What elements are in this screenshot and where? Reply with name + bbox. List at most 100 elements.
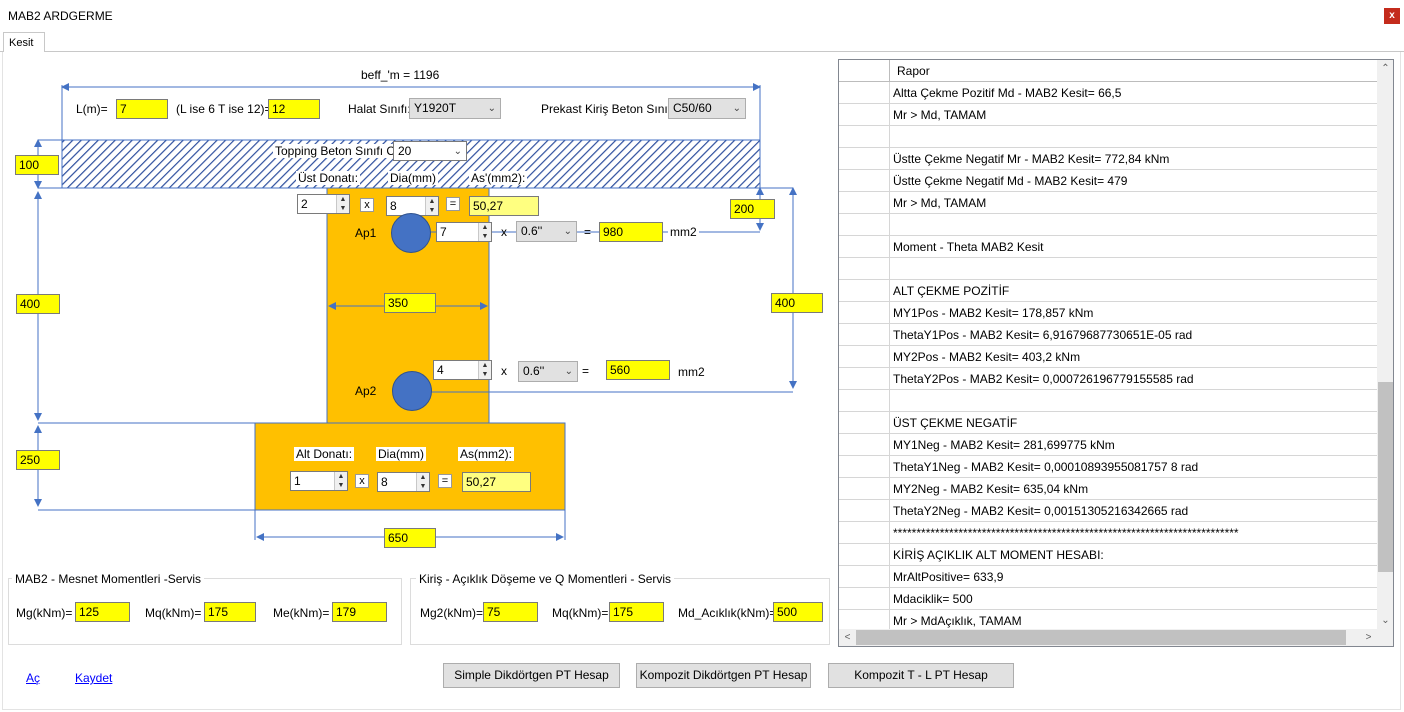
row-header[interactable] — [839, 500, 890, 521]
prekast-select[interactable]: C50/60⌄ — [668, 98, 746, 119]
mesnet-mg-input[interactable]: 125 — [75, 602, 130, 622]
scroll-down-icon[interactable]: ⌄ — [1381, 615, 1390, 626]
table-row[interactable]: Altta Çekme Pozitif Md - MAB2 Kesit= 66,… — [839, 82, 1377, 104]
kaydet-link[interactable]: Kaydet — [75, 671, 113, 685]
ap2-size-select[interactable]: 0.6''⌄ — [518, 361, 578, 382]
table-row[interactable]: Üstte Çekme Negatif Md - MAB2 Kesit= 479 — [839, 170, 1377, 192]
table-row[interactable] — [839, 258, 1377, 280]
report-grid[interactable]: Rapor Altta Çekme Pozitif Md - MAB2 Kesi… — [838, 59, 1394, 647]
table-row[interactable]: MY1Neg - MAB2 Kesit= 281,699775 kNm — [839, 434, 1377, 456]
row-header[interactable] — [839, 170, 890, 191]
table-row[interactable]: ThetaY1Pos - MAB2 Kesit= 6,9167968773065… — [839, 324, 1377, 346]
table-row[interactable]: ****************************************… — [839, 522, 1377, 544]
row-header[interactable] — [839, 258, 890, 279]
row-header[interactable] — [839, 280, 890, 301]
aciklik-md-input[interactable]: 500 — [773, 602, 823, 622]
table-row[interactable]: Mr > Md, TAMAM — [839, 104, 1377, 126]
row-header[interactable] — [839, 434, 890, 455]
kompozit-tl-hesap-button[interactable]: Kompozit T - L PT Hesap — [828, 663, 1014, 688]
row-header[interactable] — [839, 522, 890, 543]
row-header[interactable] — [839, 588, 890, 609]
row-header[interactable] — [839, 214, 890, 235]
table-row[interactable]: MrAltPositive= 633,9 — [839, 566, 1377, 588]
L-cond-input[interactable]: 12 — [268, 99, 320, 119]
table-row[interactable]: MY2Pos - MAB2 Kesit= 403,2 kNm — [839, 346, 1377, 368]
table-row[interactable]: MY2Neg - MAB2 Kesit= 635,04 kNm — [839, 478, 1377, 500]
table-row[interactable] — [839, 390, 1377, 412]
vertical-scrollbar[interactable]: ⌃ ⌄ — [1377, 60, 1393, 629]
table-row[interactable] — [839, 126, 1377, 148]
table-row[interactable]: ThetaY2Neg - MAB2 Kesit= 0,0015130521634… — [839, 500, 1377, 522]
row-header[interactable] — [839, 346, 890, 367]
horizontal-scrollbar[interactable]: < > — [839, 629, 1377, 646]
simple-hesap-button[interactable]: Simple Dikdörtgen PT Hesap — [443, 663, 620, 688]
row-header[interactable] — [839, 610, 890, 631]
mesnet-mq-input[interactable]: 175 — [204, 602, 256, 622]
row-header[interactable] — [839, 236, 890, 257]
table-row[interactable]: ALT ÇEKME POZİTİF — [839, 280, 1377, 302]
ust-count-stepper[interactable]: 2▲▼ — [297, 194, 350, 214]
ac-link[interactable]: Aç — [26, 671, 41, 685]
row-header[interactable] — [839, 104, 890, 125]
row-header[interactable] — [839, 368, 890, 389]
spin-arrows-icon[interactable]: ▲▼ — [478, 223, 491, 241]
spin-arrows-icon[interactable]: ▲▼ — [478, 361, 491, 379]
ap1-size-select[interactable]: 0.6''⌄ — [516, 221, 577, 242]
row-header[interactable] — [839, 566, 890, 587]
row-header[interactable] — [839, 82, 890, 103]
alt-dia-stepper[interactable]: 8▲▼ — [377, 472, 430, 492]
aciklik-mq-input[interactable]: 175 — [609, 602, 664, 622]
kompozit-hesap-button[interactable]: Kompozit Dikdörtgen PT Hesap — [636, 663, 811, 688]
scroll-left-icon[interactable]: < — [844, 632, 851, 643]
dim-200[interactable]: 200 — [730, 199, 775, 219]
row-header[interactable] — [839, 148, 890, 169]
dim-400-right[interactable]: 400 — [771, 293, 823, 313]
spin-arrows-icon[interactable]: ▲▼ — [425, 197, 438, 215]
scroll-right-icon[interactable]: > — [1365, 632, 1372, 643]
halat-select[interactable]: Y1920T⌄ — [409, 98, 501, 119]
close-button[interactable]: x — [1384, 8, 1400, 24]
dim-650[interactable]: 650 — [384, 528, 436, 548]
ust-dia-stepper[interactable]: 8▲▼ — [386, 196, 439, 216]
row-header[interactable] — [839, 192, 890, 213]
horizontal-scroll-thumb[interactable] — [856, 630, 1346, 645]
row-header[interactable] — [839, 412, 890, 433]
table-row[interactable]: Mr > Md, TAMAM — [839, 192, 1377, 214]
L-input[interactable]: 7 — [116, 99, 168, 119]
row-header[interactable] — [839, 302, 890, 323]
mesnet-me-input[interactable]: 179 — [332, 602, 387, 622]
row-header[interactable] — [839, 544, 890, 565]
dim-350[interactable]: 350 — [384, 293, 436, 313]
topping-select[interactable]: 20⌄ — [393, 141, 467, 161]
table-row[interactable]: KİRİŞ AÇIKLIK ALT MOMENT HESABI: — [839, 544, 1377, 566]
table-row[interactable]: Üstte Çekme Negatif Mr - MAB2 Kesit= 772… — [839, 148, 1377, 170]
dim-400-left[interactable]: 400 — [16, 294, 60, 314]
ap2-count-stepper[interactable]: 4▲▼ — [433, 360, 492, 380]
row-header[interactable] — [839, 126, 890, 147]
alt-count-stepper[interactable]: 1▲▼ — [290, 471, 348, 491]
spin-arrows-icon[interactable]: ▲▼ — [334, 472, 347, 490]
spin-arrows-icon[interactable]: ▲▼ — [416, 473, 429, 491]
scroll-up-icon[interactable]: ⌃ — [1381, 63, 1390, 74]
mesnet-title: MAB2 - Mesnet Momentleri -Servis — [12, 572, 205, 586]
row-header[interactable] — [839, 390, 890, 411]
report-column-header[interactable]: Rapor — [897, 64, 930, 78]
dim-100[interactable]: 100 — [15, 155, 59, 175]
table-row[interactable]: Moment - Theta MAB2 Kesit — [839, 236, 1377, 258]
dim-250[interactable]: 250 — [16, 450, 60, 470]
ap1-count-stepper[interactable]: 7▲▼ — [436, 222, 492, 242]
table-row[interactable]: Mdaciklik= 500 — [839, 588, 1377, 610]
table-row[interactable]: ÜST ÇEKME NEGATİF — [839, 412, 1377, 434]
table-row[interactable]: MY1Pos - MAB2 Kesit= 178,857 kNm — [839, 302, 1377, 324]
table-row[interactable] — [839, 214, 1377, 236]
aciklik-mg2-input[interactable]: 75 — [483, 602, 538, 622]
row-header[interactable] — [839, 324, 890, 345]
vertical-scroll-thumb[interactable] — [1378, 382, 1393, 572]
row-header[interactable] — [839, 456, 890, 477]
tab-kesit[interactable]: Kesit — [3, 32, 45, 52]
spin-arrows-icon[interactable]: ▲▼ — [336, 195, 349, 213]
ap2-unit: mm2 — [678, 365, 705, 379]
row-header[interactable] — [839, 478, 890, 499]
table-row[interactable]: ThetaY2Pos - MAB2 Kesit= 0,0007261967791… — [839, 368, 1377, 390]
table-row[interactable]: ThetaY1Neg - MAB2 Kesit= 0,0001089395508… — [839, 456, 1377, 478]
